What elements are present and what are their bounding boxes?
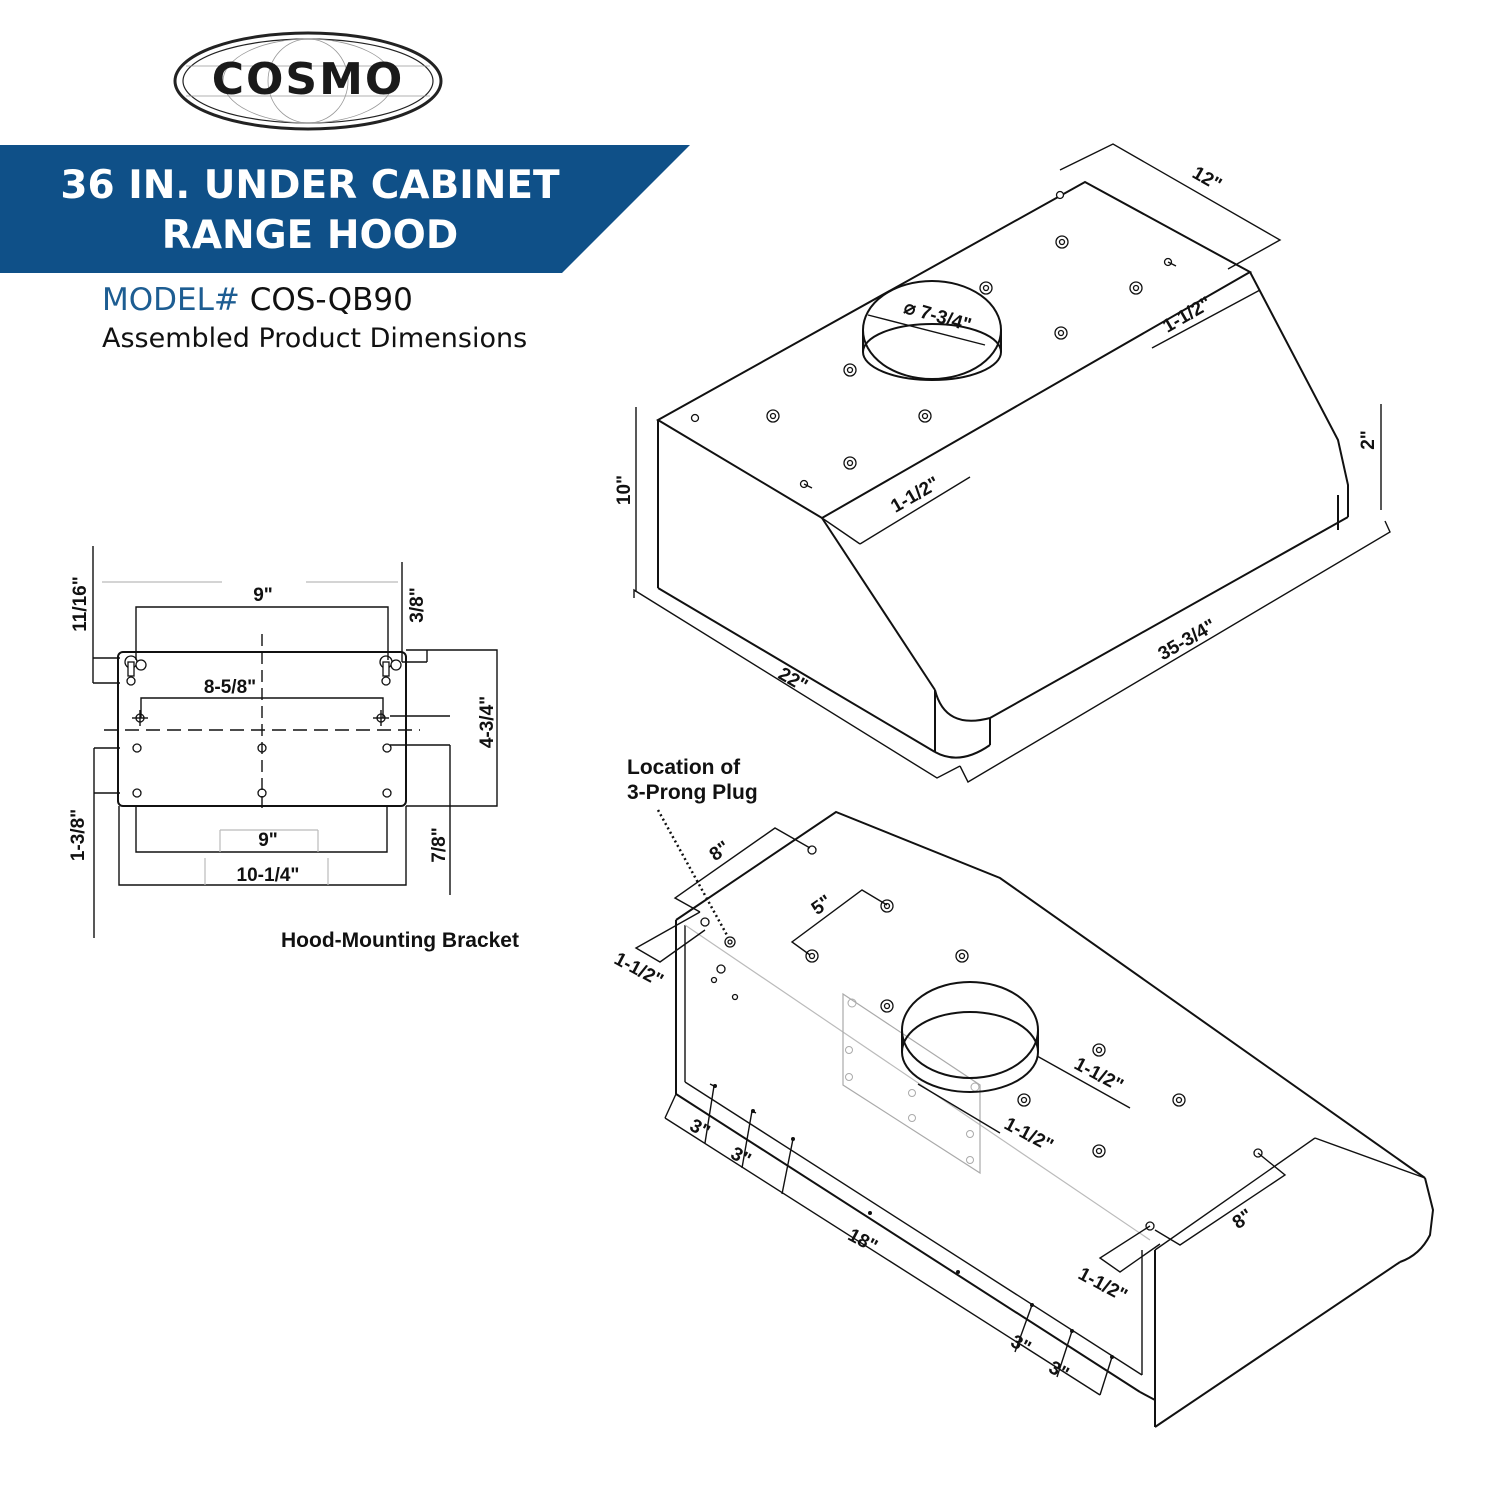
bracket-ghost [842,992,981,1175]
bracket-caption: Hood-Mounting Bracket [281,929,519,952]
bracket-dim-right-lower: 7/8" [429,827,450,862]
duct-collar-bottom [901,981,1039,1093]
subtitle: Assembled Product Dimensions [102,323,528,354]
title-banner [0,145,690,273]
bottom-dim-right-3b: 3" [1045,1357,1072,1385]
model-number: MODEL# COS-QB90 [102,280,413,320]
bracket-dim-height: 4-3/4" [477,696,498,748]
top-view-holes [690,190,1177,489]
top-view-drawing: 12" ⌀ 7-3/4" 1-1/2" 1-1/2" 10" 2" 22" 35… [614,143,1391,783]
bracket-dim-bottom-width: 10-1/4" [237,865,300,886]
plug-label-line1: Location of [627,756,741,779]
bracket-drawing: 9" 8-5/8" 9" 10-1/4" 11/16" 3/8" 4-3/4" … [68,546,519,952]
logo-wordmark: COSMO [211,54,405,105]
bracket-dim-bottom-inner: 9" [258,830,278,851]
bracket-dim-top-offset: 11/16" [70,576,91,632]
top-dim-height: 10" [614,475,635,505]
bottom-dim-left-offset: 1-1/2" [611,949,667,992]
bottom-dim-duct-offset-b: 1-1/2" [1001,1114,1057,1157]
front-edge-screws [709,1083,1114,1359]
cosmo-logo [173,31,443,131]
top-dim-lip: 2" [1358,430,1379,450]
top-dim-width: 35-3/4" [1155,615,1220,665]
bracket-dim-inner-width: 8-5/8" [204,677,256,698]
bracket-dim-top-width: 9" [253,585,273,606]
duct-collar-top [862,280,1002,381]
plug-label-line2: 3-Prong Plug [627,781,758,804]
bottom-dim-right-3a: 3" [1007,1331,1034,1359]
keyhole-left [124,655,147,686]
top-dim-depth: 22" [774,664,811,697]
bracket-dim-top-right: 3/8" [407,587,428,622]
bottom-dim-left-depth: 8" [706,837,734,865]
bottom-view-holes [700,845,1263,1231]
product-title-line1: 36 IN. UNDER CABINET [60,163,560,208]
keyhole-right [379,655,402,686]
bracket-holes [132,710,392,798]
top-dim-duct-diameter: ⌀ 7-3/4" [901,297,973,336]
model-value: COS-QB90 [239,282,413,318]
bottom-view-drawing: Location of 3-Prong Plug 8" 1-1/2" 5" 1-… [611,756,1435,1428]
model-prefix: MODEL# [102,282,240,318]
bottom-dim-hole-spacing: 5" [808,891,836,919]
bracket-dim-left-lower: 1-3/8" [68,809,89,861]
product-title-line2: RANGE HOOD [161,213,459,258]
bottom-dim-left-3b: 3" [727,1143,754,1171]
top-dim-rear-offset: 1-1/2" [1159,293,1215,337]
